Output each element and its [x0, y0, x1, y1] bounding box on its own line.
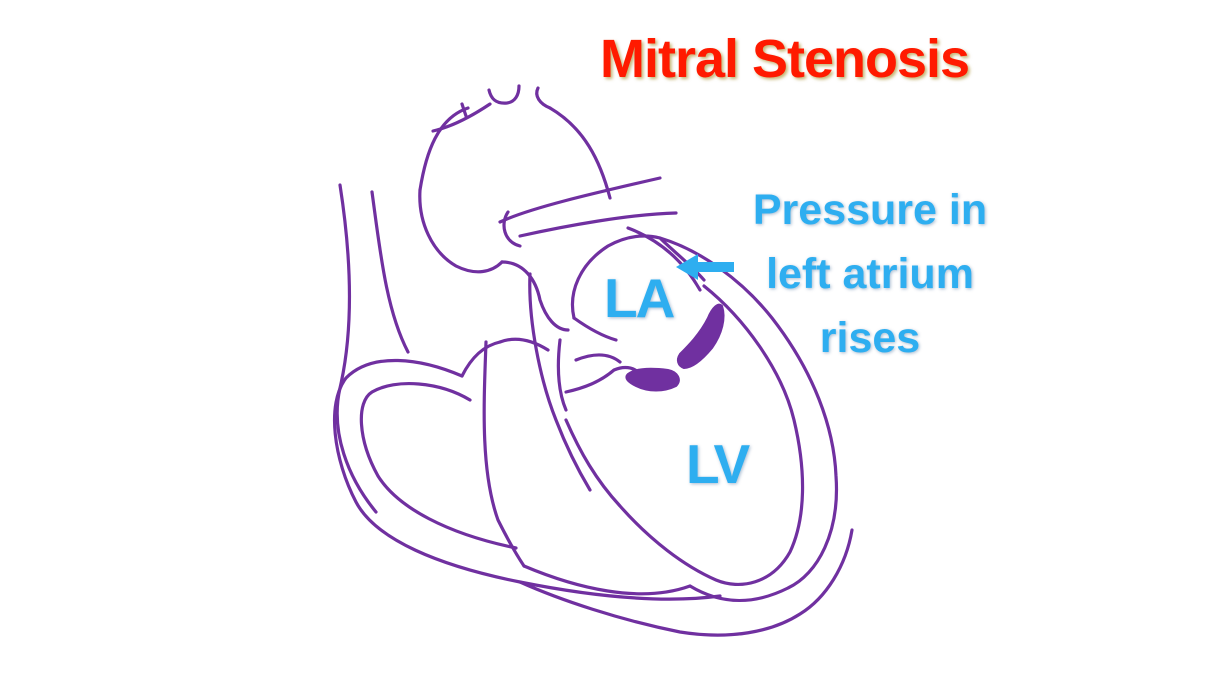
mitral-valve-posterior-leaflet [676, 303, 725, 369]
left-atrium-outline [570, 234, 706, 320]
aorta-right-outline [548, 106, 612, 200]
vena-cava-inner-outline [370, 190, 410, 354]
annotation-line-1: Pressure in [752, 186, 988, 234]
pulmonary-artery-lower [518, 211, 678, 238]
aortic-root-outline [500, 260, 570, 332]
aortic-root-lower [498, 337, 550, 352]
aortic-branch-2 [487, 84, 521, 105]
aorta-inner-outline [418, 188, 504, 274]
lower-septum-outline [522, 564, 692, 596]
aorta-arch-outline [431, 102, 492, 133]
pulmonary-artery-outline [498, 176, 662, 224]
apex-outline [518, 528, 854, 637]
outflow-outline-2 [574, 353, 622, 364]
annotation-line-3: rises [819, 314, 921, 362]
septum-outline-3 [556, 338, 568, 412]
left-ventricle-outer-wall [658, 236, 839, 603]
diagram-title: Mitral Stenosis [600, 29, 970, 89]
aorta-left-outline [418, 106, 470, 192]
aortic-branch-1 [460, 102, 468, 118]
annotation-line-2: left atrium [766, 250, 974, 298]
right-ventricle-outline [332, 358, 722, 601]
atrial-septum-outline [572, 316, 618, 342]
tricuspid-outline [460, 340, 502, 378]
arrow-left-icon [676, 254, 734, 280]
left-atrium-label: LA [604, 267, 675, 329]
vena-cava-outline [335, 183, 378, 514]
right-ventricle-inner [359, 382, 518, 550]
septum-outline-2 [528, 272, 592, 492]
mitral-valve-anterior-leaflet [625, 367, 680, 392]
left-atrium-inner-wall [626, 226, 702, 292]
pressure-annotation: Pressure in left atrium rises [720, 178, 1020, 370]
left-ventricle-label: LV [686, 433, 750, 495]
left-ventricle-inner-wall [564, 284, 805, 587]
septum-outline-1 [482, 340, 526, 568]
pulmonary-trunk-outline [502, 210, 522, 248]
aortic-branch-3 [535, 86, 552, 110]
